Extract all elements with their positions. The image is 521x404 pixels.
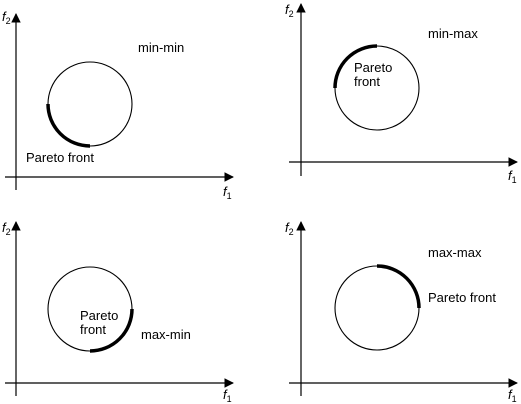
x-axis-label: f1 [508,168,517,185]
x-axis-label: f1 [223,184,232,201]
panel-max-max: f2 f1 max-max Pareto front [285,220,518,404]
pareto-front-arc [46,103,91,148]
case-label: min-min [138,40,184,55]
pareto-front-arc [89,308,134,353]
x-axis-label: f1 [508,387,517,404]
pareto-front-label: Pareto front [80,308,122,337]
pareto-front-arc [333,44,378,89]
y-axis-label: f2 [285,2,294,19]
panel-max-min: f2 f1 max-min Pareto front [2,220,234,404]
y-axis-label: f2 [2,9,11,26]
case-label: max-min [141,327,191,342]
case-label: max-max [428,245,482,260]
case-label: min-max [428,26,478,41]
pareto-front-label: Pareto front [354,60,396,89]
pareto-front-label: Pareto front [428,290,496,305]
x-axis-label: f1 [223,387,232,404]
panel-min-max: f2 f1 min-max Pareto front [285,2,518,185]
y-axis-label: f2 [285,220,294,237]
y-axis-label: f2 [2,220,11,237]
panel-min-min: f2 f1 min-min Pareto front [2,9,234,201]
pareto-front-label: Pareto front [26,150,94,165]
pareto-front-arc [376,264,421,309]
